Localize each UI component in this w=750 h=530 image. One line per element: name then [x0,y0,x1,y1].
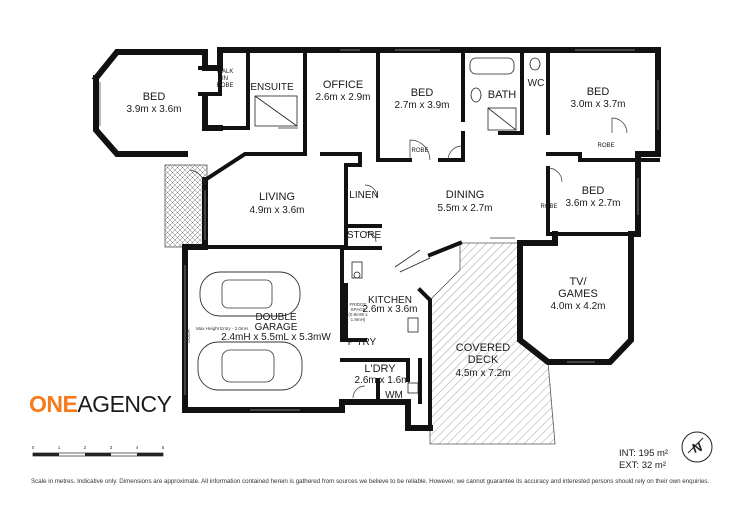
disclaimer: Scale in metres. Indicative only. Dimens… [31,478,710,485]
dining-dims: 5.5m x 2.7m [437,203,492,214]
brand-part1: ONE [29,391,78,417]
bed4-dims: 3.6m x 2.7m [565,198,620,209]
garage-height-note: Max Height Entry - 2.0mH [196,326,248,331]
internal-area: INT: 195 m² [619,448,669,459]
linen-name: LINEN [349,190,378,201]
bed3-robe: ROBE [597,143,614,149]
store-name: STORE [347,230,382,241]
deck-name-1: COVERED [456,342,510,354]
scale-tick-0: 0 [32,445,35,450]
kitchen-name: KITCHEN [368,295,412,306]
office-dims: 2.6m x 2.9m [315,92,370,103]
deck-name-2: DECK [468,354,499,366]
bed2-robe: ROBE [411,148,428,154]
scale-tick-3: 3 [110,445,113,450]
interior-walls [198,48,660,430]
external-area: EXT: 32 m² [619,460,666,471]
bed3-dims: 3.0m x 3.7m [570,99,625,110]
garage-cars [197,271,303,391]
bed4-name: BED [582,185,605,197]
walk-in-robe-label-1: WALK [217,69,234,75]
fridge-label-3: (0.8mW x [348,312,368,317]
garage-name-1: DOUBLE [255,312,296,323]
walk-in-robe-label-2: IN [222,76,228,82]
bed3-name: BED [587,86,610,98]
scale-bar: 0 1 2 3 4 5 [32,445,165,457]
tv-games-name-1: TV/ [569,276,587,288]
scale-tick-4: 4 [136,445,139,450]
bed1-name: BED [143,91,166,103]
walk-in-robe-label-3: ROBE [216,83,233,89]
laundry-name: L'DRY [364,363,396,375]
ensuite-name: ENSUITE [250,82,294,93]
scale-tick-2: 2 [84,445,87,450]
brand-part2: AGENCY [77,391,172,417]
fridge-label-4: 1.9mH) [351,317,366,322]
scale-tick-1: 1 [58,445,61,450]
fridge-label-1: FRIDGE [349,302,366,307]
dining-name: DINING [446,189,485,201]
pantry-name: P'TRY [348,337,377,348]
living-dims: 4.9m x 3.6m [249,205,304,216]
bed4-robe: ROBE [540,204,557,210]
living-name: LIVING [259,191,295,203]
laundry-wm: WM [385,390,403,401]
entry-porch-lattice [164,164,208,248]
bed2-dims: 2.7m x 3.9m [394,100,449,111]
bed1-dims: 3.9m x 3.6m [126,104,181,115]
laundry-dims: 2.6m x 1.6m [354,375,409,386]
bed2-name: BED [411,87,434,99]
north-compass-icon: N [681,431,713,463]
tv-games-dims: 4.0m x 4.2m [550,301,605,312]
office-name: OFFICE [323,79,363,91]
brand-logo: ONEAGENCY [29,391,172,417]
fridge-label-2: SPACE [351,307,366,312]
scale-tick-5: 5 [162,445,165,450]
wc-name: WC [528,78,545,89]
fixtures [254,57,541,394]
deck-dims: 4.5m x 7.2m [455,368,510,379]
bath-name: BATH [488,89,517,101]
compass-label: N [690,439,704,456]
windows [99,49,659,411]
garage-door-label: DOOR [186,328,191,342]
kitchen-dims: 2.6m x 3.6m [362,304,417,315]
door-swings [189,117,628,399]
tv-games-name-2: GAMES [558,288,598,300]
garage-name-2: GARAGE [255,322,298,333]
garage-dims: 2.4mH x 5.5mL x 5.3mW [221,332,331,343]
